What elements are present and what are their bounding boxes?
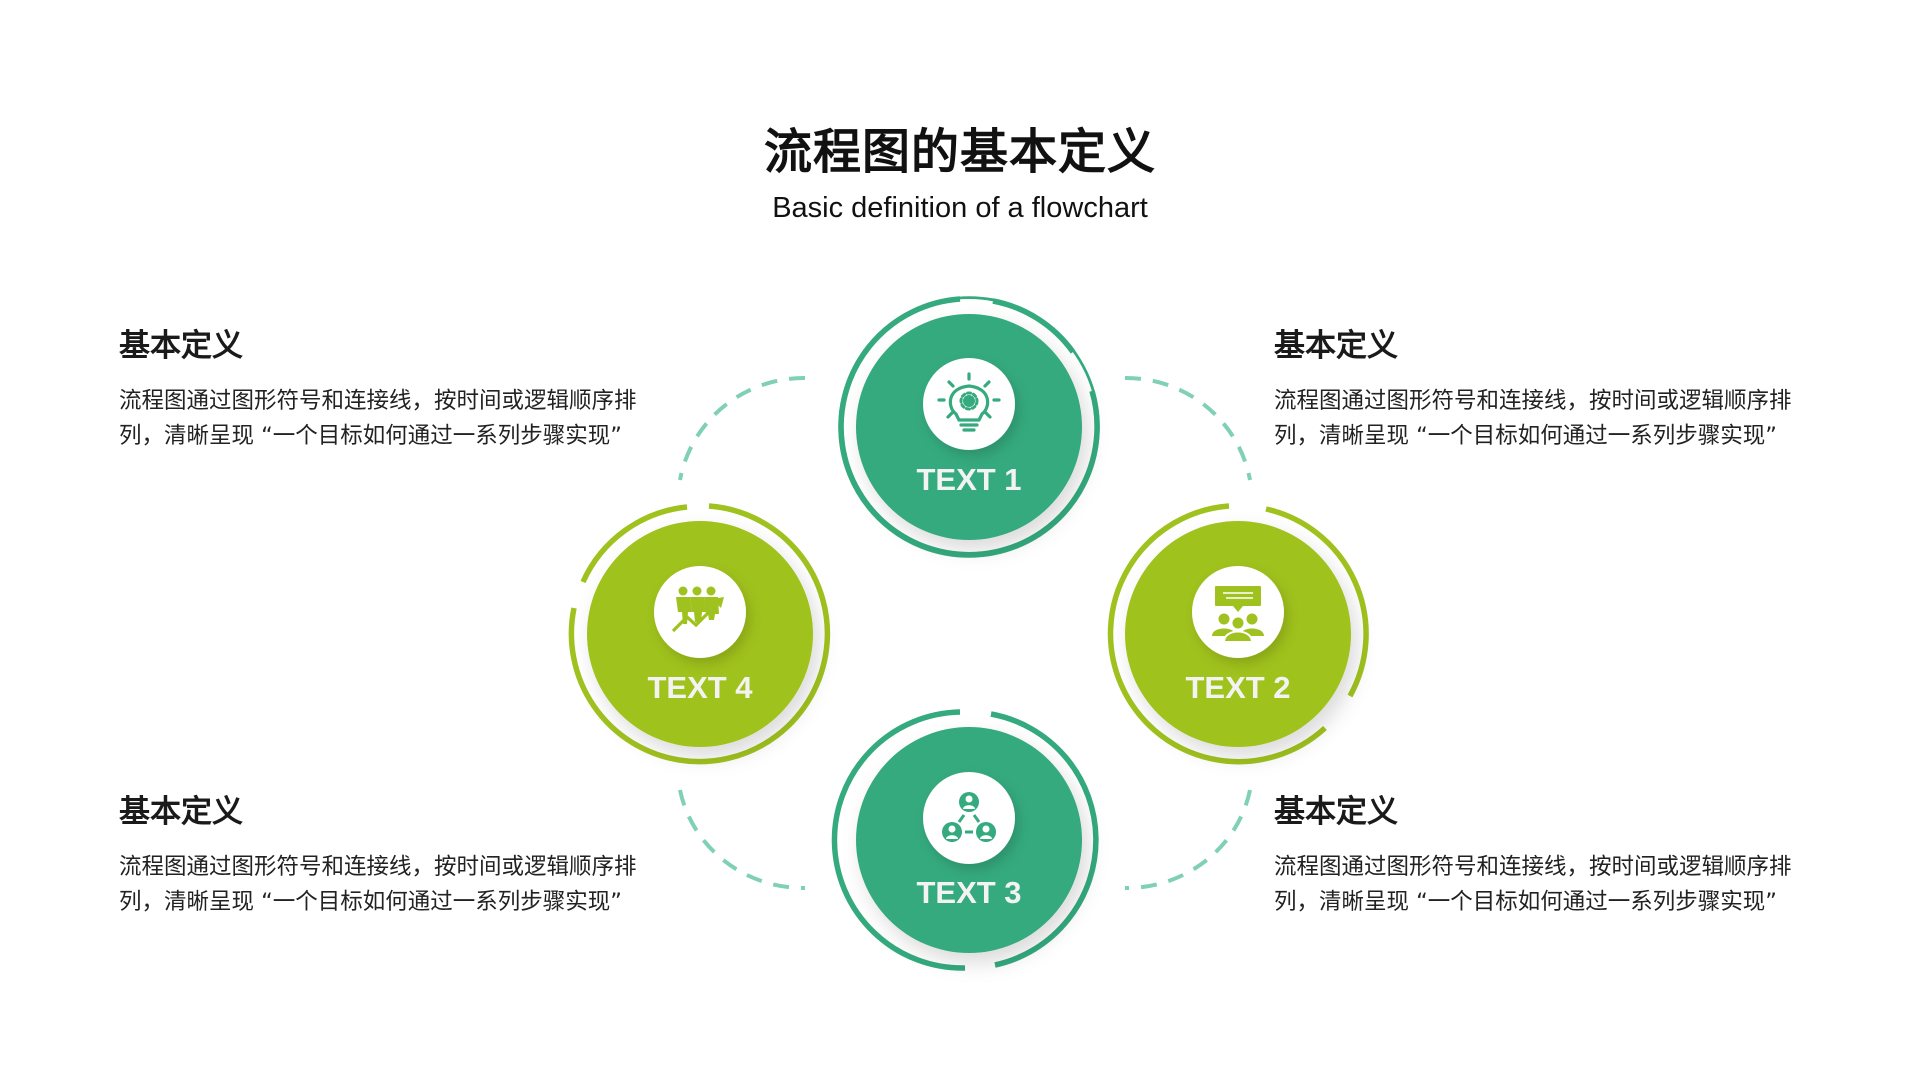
node-label: TEXT 4 xyxy=(647,670,753,705)
outer-ring-arc xyxy=(990,711,1099,968)
text-block-bottom-left: 基本定义 流程图通过图形符号和连接线，按时间或逻辑顺序排列，清晰呈现 “一个目标… xyxy=(119,792,679,920)
connector-arc-top-right xyxy=(1124,375,1252,481)
node-label: TEXT 1 xyxy=(916,462,1021,497)
outer-ring-arc xyxy=(580,504,688,584)
text-block-top-right: 基本定义 流程图通过图形符号和连接线，按时间或逻辑顺序排列，清晰呈现 “一个目标… xyxy=(1274,326,1834,454)
outer-ring-arc xyxy=(1265,506,1369,698)
node-label: TEXT 2 xyxy=(1185,670,1290,705)
connector-arc-bottom-left xyxy=(678,789,806,891)
node-text-3[interactable]: TEXT 3 xyxy=(831,709,1099,971)
block-body: 流程图通过图形符号和连接线，按时间或逻辑顺序排列，清晰呈现 “一个目标如何通过一… xyxy=(119,854,637,915)
block-heading: 基本定义 xyxy=(1274,794,1398,830)
outer-ring-arc xyxy=(838,296,1100,558)
block-heading: 基本定义 xyxy=(119,328,243,364)
presentation-audience-icon xyxy=(1212,586,1264,643)
icon-badge xyxy=(923,772,1015,864)
block-body: 流程图通过图形符号和连接线，按时间或逻辑顺序排列，清晰呈现 “一个目标如何通过一… xyxy=(119,388,637,449)
team-growth-chart-icon xyxy=(671,586,724,633)
node-label: TEXT 3 xyxy=(916,875,1021,910)
user-network-icon xyxy=(942,792,996,842)
node-text-1[interactable]: TEXT 1 xyxy=(838,296,1100,558)
node-text-2[interactable]: TEXT 2 xyxy=(1107,503,1369,765)
connector-arc-top-left xyxy=(678,375,806,481)
page-title: 流程图的基本定义 xyxy=(763,124,1156,180)
block-heading: 基本定义 xyxy=(1274,328,1398,364)
outer-ring-arc xyxy=(1107,503,1327,765)
block-body: 流程图通过图形符号和连接线，按时间或逻辑顺序排列，清晰呈现 “一个目标如何通过一… xyxy=(1274,854,1792,915)
outer-ring-arc xyxy=(992,298,1076,354)
node-text-4[interactable]: TEXT 4 xyxy=(568,503,831,765)
outer-ring-arc xyxy=(831,709,966,971)
outer-ring-arc xyxy=(568,503,831,765)
block-body: 流程图通过图形符号和连接线，按时间或逻辑顺序排列，清晰呈现 “一个目标如何通过一… xyxy=(1274,388,1792,449)
connector-arcs xyxy=(678,375,1252,891)
page-subtitle: Basic definition of a flowchart xyxy=(772,192,1148,224)
connector-arc-bottom-right xyxy=(1124,789,1252,891)
block-heading: 基本定义 xyxy=(119,794,243,830)
lightbulb-gear-icon xyxy=(937,372,1001,432)
text-block-top-left: 基本定义 流程图通过图形符号和连接线，按时间或逻辑顺序排列，清晰呈现 “一个目标… xyxy=(119,326,679,454)
text-block-bottom-right: 基本定义 流程图通过图形符号和连接线，按时间或逻辑顺序排列，清晰呈现 “一个目标… xyxy=(1274,792,1834,920)
